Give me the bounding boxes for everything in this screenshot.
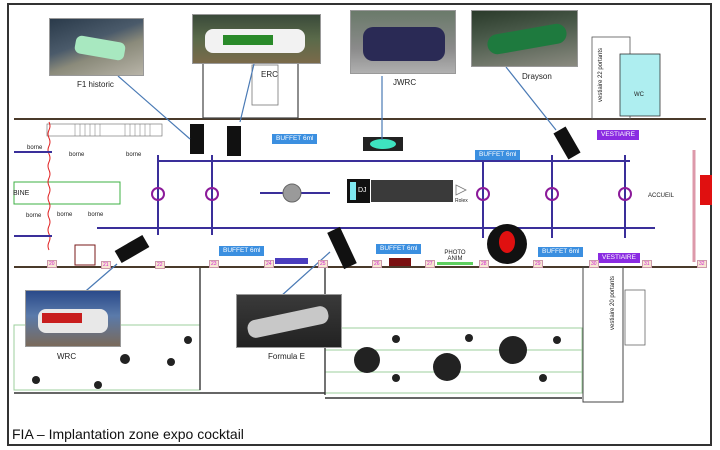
jwrc-label: JWRC — [393, 78, 417, 87]
erc-car-marker — [227, 126, 241, 156]
formula-e-car-marker — [327, 226, 357, 270]
formula-e-label: Formula E — [268, 352, 305, 361]
stand-number: 21 — [101, 261, 111, 269]
red-sign — [389, 258, 411, 266]
stand-number: 27 — [425, 260, 435, 268]
f1-historic-photo — [49, 18, 144, 76]
stand-number: 22 — [155, 261, 165, 269]
wrc-photo — [25, 290, 121, 347]
buffet-label-5: BUFFET 6ml — [538, 247, 584, 257]
photo-strip — [437, 262, 473, 265]
formula-e-photo — [236, 294, 342, 348]
erc-label: ERC — [261, 70, 278, 79]
borne-label: borne — [126, 152, 142, 158]
vestiaire-label-2: VESTIAIRE — [598, 253, 640, 263]
borne-label: borne — [26, 213, 42, 219]
stair-block — [74, 244, 96, 266]
sphere — [282, 183, 302, 203]
buffet-label-4: BUFFET 6ml — [376, 244, 422, 254]
stand-number: 30 — [589, 260, 599, 268]
drayson-photo — [471, 10, 578, 67]
dj-label: DJ — [358, 187, 367, 194]
plants — [32, 334, 561, 389]
red-barrier — [47, 121, 51, 251]
truss — [14, 151, 655, 238]
accueil-red — [700, 175, 712, 205]
plan-caption: FIA – Implantation zone expo cocktail — [12, 426, 244, 442]
wrc-label: WRC — [57, 352, 77, 361]
stand-number: 28 — [479, 260, 489, 268]
stand-number: 32 — [697, 260, 707, 268]
f1-historic-label: F1 historic — [77, 80, 114, 89]
vestiaire-20-label: vestiaire 20 portants — [610, 275, 617, 331]
round-tables — [151, 187, 632, 201]
wc-block — [619, 53, 661, 117]
drayson-car-marker — [553, 126, 581, 160]
accueil-label: ACCUEIL — [648, 193, 675, 199]
stand-number: 25 — [318, 260, 328, 268]
borne-label: borne — [88, 212, 104, 218]
f1-car-marker — [190, 124, 204, 154]
drayson-label: Drayson — [522, 72, 552, 81]
vestiaire-22-label: vestiaire 22 portants — [598, 47, 605, 103]
cabine-label: BINE — [13, 190, 30, 197]
borne-label: borne — [69, 152, 85, 158]
erc-photo — [192, 14, 321, 64]
dj-stage — [371, 180, 453, 202]
vestiaire-20-room — [582, 266, 624, 403]
bleacher-top — [46, 123, 163, 137]
cabine-area — [13, 181, 121, 205]
stand-number: 20 — [47, 260, 57, 268]
stand-number: 26 — [372, 260, 382, 268]
photo-anim-label: PHOTO ANIM — [444, 250, 466, 262]
stand-number: 31 — [642, 260, 652, 268]
stand-number: 24 — [264, 260, 274, 268]
vestiaire-label-1: VESTIAIRE — [597, 130, 639, 140]
stand-number: 29 — [533, 260, 543, 268]
wc-label: WC — [634, 92, 644, 98]
wrc-car-marker — [114, 234, 150, 264]
pointer-arrows — [79, 63, 557, 298]
rolex-label: Rolex — [455, 198, 468, 204]
stand-number: 23 — [209, 260, 219, 268]
buffet-label-2: BUFFET 6ml — [475, 150, 521, 160]
jwrc-photo — [350, 10, 456, 74]
rolex-marker — [455, 184, 467, 196]
borne-label: borne — [57, 212, 73, 218]
buffet-label-1: BUFFET 6ml — [272, 134, 318, 144]
buffet-label-3: BUFFET 6ml — [219, 246, 265, 256]
borne-label: borne — [27, 145, 43, 151]
blue-bench — [275, 258, 308, 264]
